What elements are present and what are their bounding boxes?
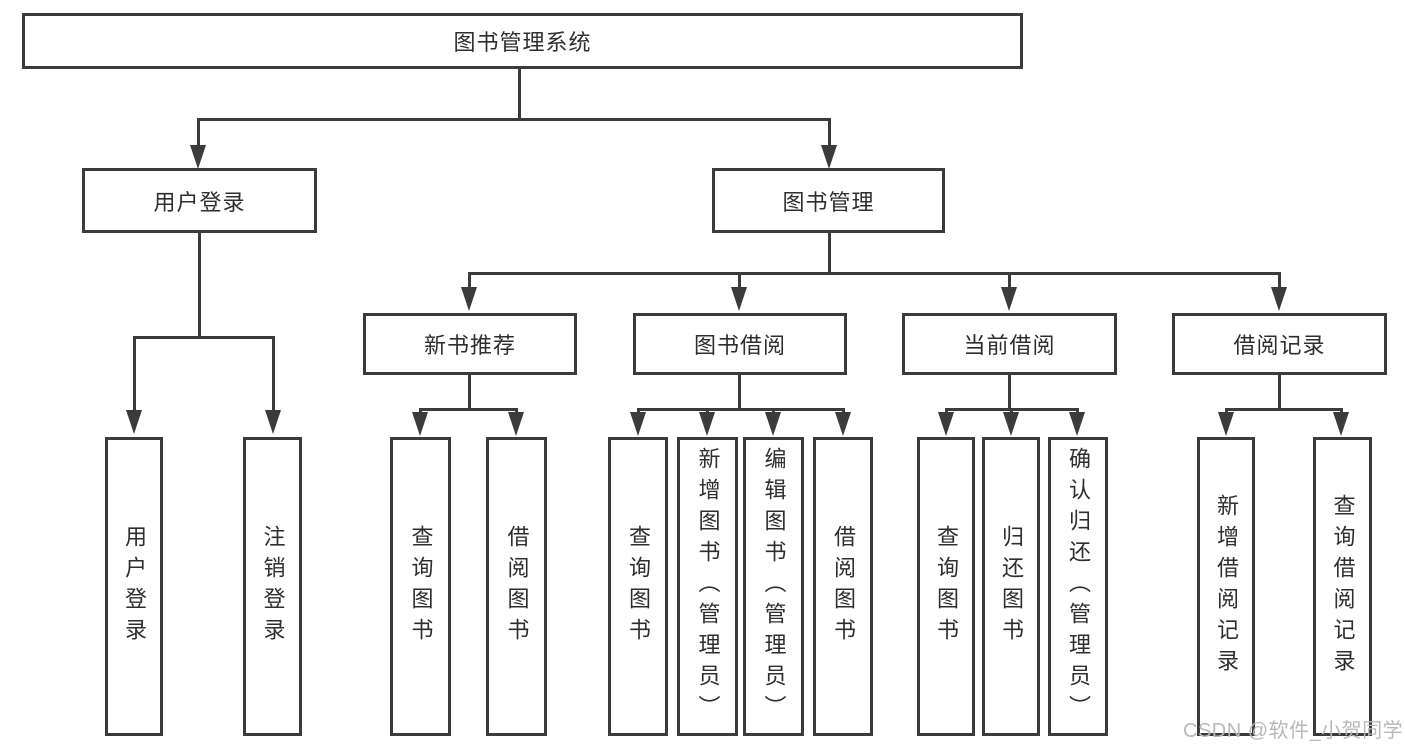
connector	[133, 339, 136, 411]
arrow-down-icon	[1001, 287, 1017, 311]
leaf-borrow-borrow-books: 借阅图书	[813, 437, 873, 736]
leaf-newbook-borrow-books: 借阅图书	[486, 437, 547, 736]
arrow-down-icon	[699, 412, 715, 436]
connector	[842, 408, 845, 414]
connector	[706, 408, 709, 414]
arrow-down-icon	[1333, 412, 1349, 436]
node-book-borrow: 图书借阅	[633, 313, 847, 375]
connector	[738, 275, 741, 288]
connector	[419, 408, 422, 414]
leaf-borrow-add-books-admin: 新增图书（管理员）	[677, 437, 738, 736]
leaf-current-query-books: 查询图书	[917, 437, 975, 736]
arrow-down-icon	[412, 412, 428, 436]
connector	[197, 118, 831, 121]
leaf-records-query-record-label: 查询借阅记录	[1330, 493, 1356, 680]
connector	[637, 408, 640, 414]
node-new-book-recommend: 新书推荐	[363, 313, 577, 375]
arrow-down-icon	[190, 145, 206, 169]
connector	[468, 375, 471, 408]
leaf-newbook-query-books-label: 查询图书	[408, 524, 434, 649]
arrow-down-icon	[1271, 287, 1287, 311]
node-user-login: 用户登录	[82, 168, 317, 233]
node-current-borrow: 当前借阅	[902, 313, 1117, 375]
leaf-user-login: 用户登录	[105, 437, 163, 736]
node-root-label: 图书管理系统	[453, 30, 592, 55]
connector	[1008, 275, 1011, 288]
connector	[828, 233, 831, 272]
connector	[1225, 408, 1228, 414]
leaf-borrow-add-books-admin-label: 新增图书（管理员）	[695, 447, 721, 726]
connector	[945, 408, 948, 414]
arrow-down-icon	[461, 287, 477, 311]
leaf-current-query-books-label: 查询图书	[934, 524, 959, 649]
arrow-down-icon	[835, 412, 851, 436]
leaf-logout: 注销登录	[243, 437, 302, 736]
connector	[468, 275, 471, 288]
leaf-borrow-borrow-books-label: 借阅图书	[831, 524, 856, 649]
leaf-records-add-record-label: 新增借阅记录	[1214, 493, 1239, 680]
node-borrow-records-label: 借阅记录	[1233, 333, 1326, 358]
leaf-logout-label: 注销登录	[260, 524, 286, 649]
leaf-borrow-query-books-label: 查询图书	[626, 524, 651, 649]
connector	[1076, 408, 1079, 414]
node-borrow-records: 借阅记录	[1172, 313, 1387, 375]
watermark-text: CSDN @软件_小贺同学	[1183, 720, 1404, 742]
node-book-borrow-label: 图书借阅	[693, 333, 786, 358]
connector	[828, 121, 831, 147]
leaf-borrow-edit-books-admin-label: 编辑图书（管理员）	[761, 447, 787, 726]
connector	[272, 339, 275, 411]
arrow-down-icon	[938, 412, 954, 436]
leaf-newbook-borrow-books-label: 借阅图书	[504, 524, 530, 649]
connector	[772, 408, 775, 414]
connector	[133, 336, 275, 339]
connector	[515, 408, 518, 414]
connector	[637, 408, 845, 411]
leaf-current-confirm-return-admin-label: 确认归还（管理员）	[1066, 447, 1091, 726]
connector	[1008, 375, 1011, 408]
leaf-current-return-books: 归还图书	[982, 437, 1040, 736]
arrow-down-icon	[765, 412, 781, 436]
node-book-mgmt: 图书管理	[712, 168, 945, 233]
connector	[1340, 408, 1343, 414]
leaf-current-confirm-return-admin: 确认归还（管理员）	[1048, 437, 1108, 736]
connector	[198, 233, 201, 336]
arrow-down-icon	[1003, 412, 1019, 436]
arrow-down-icon	[265, 410, 281, 434]
connector	[738, 375, 741, 408]
connector	[518, 68, 521, 118]
arrow-down-icon	[508, 412, 524, 436]
arrow-down-icon	[126, 410, 142, 434]
leaf-records-query-record: 查询借阅记录	[1313, 437, 1372, 736]
arrow-down-icon	[630, 412, 646, 436]
connector	[468, 272, 1281, 275]
connector	[419, 408, 518, 411]
leaf-current-return-books-label: 归还图书	[999, 524, 1024, 649]
connector	[1225, 408, 1343, 411]
node-root: 图书管理系统	[22, 13, 1023, 69]
node-new-book-recommend-label: 新书推荐	[423, 333, 516, 358]
arrow-down-icon	[821, 145, 837, 169]
arrow-down-icon	[1218, 412, 1234, 436]
leaf-borrow-edit-books-admin: 编辑图书（管理员）	[743, 437, 804, 736]
leaf-records-add-record: 新增借阅记录	[1197, 437, 1255, 736]
node-user-login-label: 用户登录	[153, 189, 246, 215]
connector	[1278, 375, 1281, 408]
leaf-newbook-query-books: 查询图书	[390, 437, 451, 736]
connector	[1010, 408, 1013, 414]
arrow-down-icon	[731, 287, 747, 311]
leaf-user-login-label: 用户登录	[122, 524, 147, 649]
connector	[197, 121, 200, 147]
leaf-borrow-query-books: 查询图书	[608, 437, 668, 736]
arrow-down-icon	[1069, 412, 1085, 436]
connector	[1278, 275, 1281, 288]
node-book-mgmt-label: 图书管理	[782, 189, 875, 215]
node-current-borrow-label: 当前借阅	[963, 333, 1056, 358]
